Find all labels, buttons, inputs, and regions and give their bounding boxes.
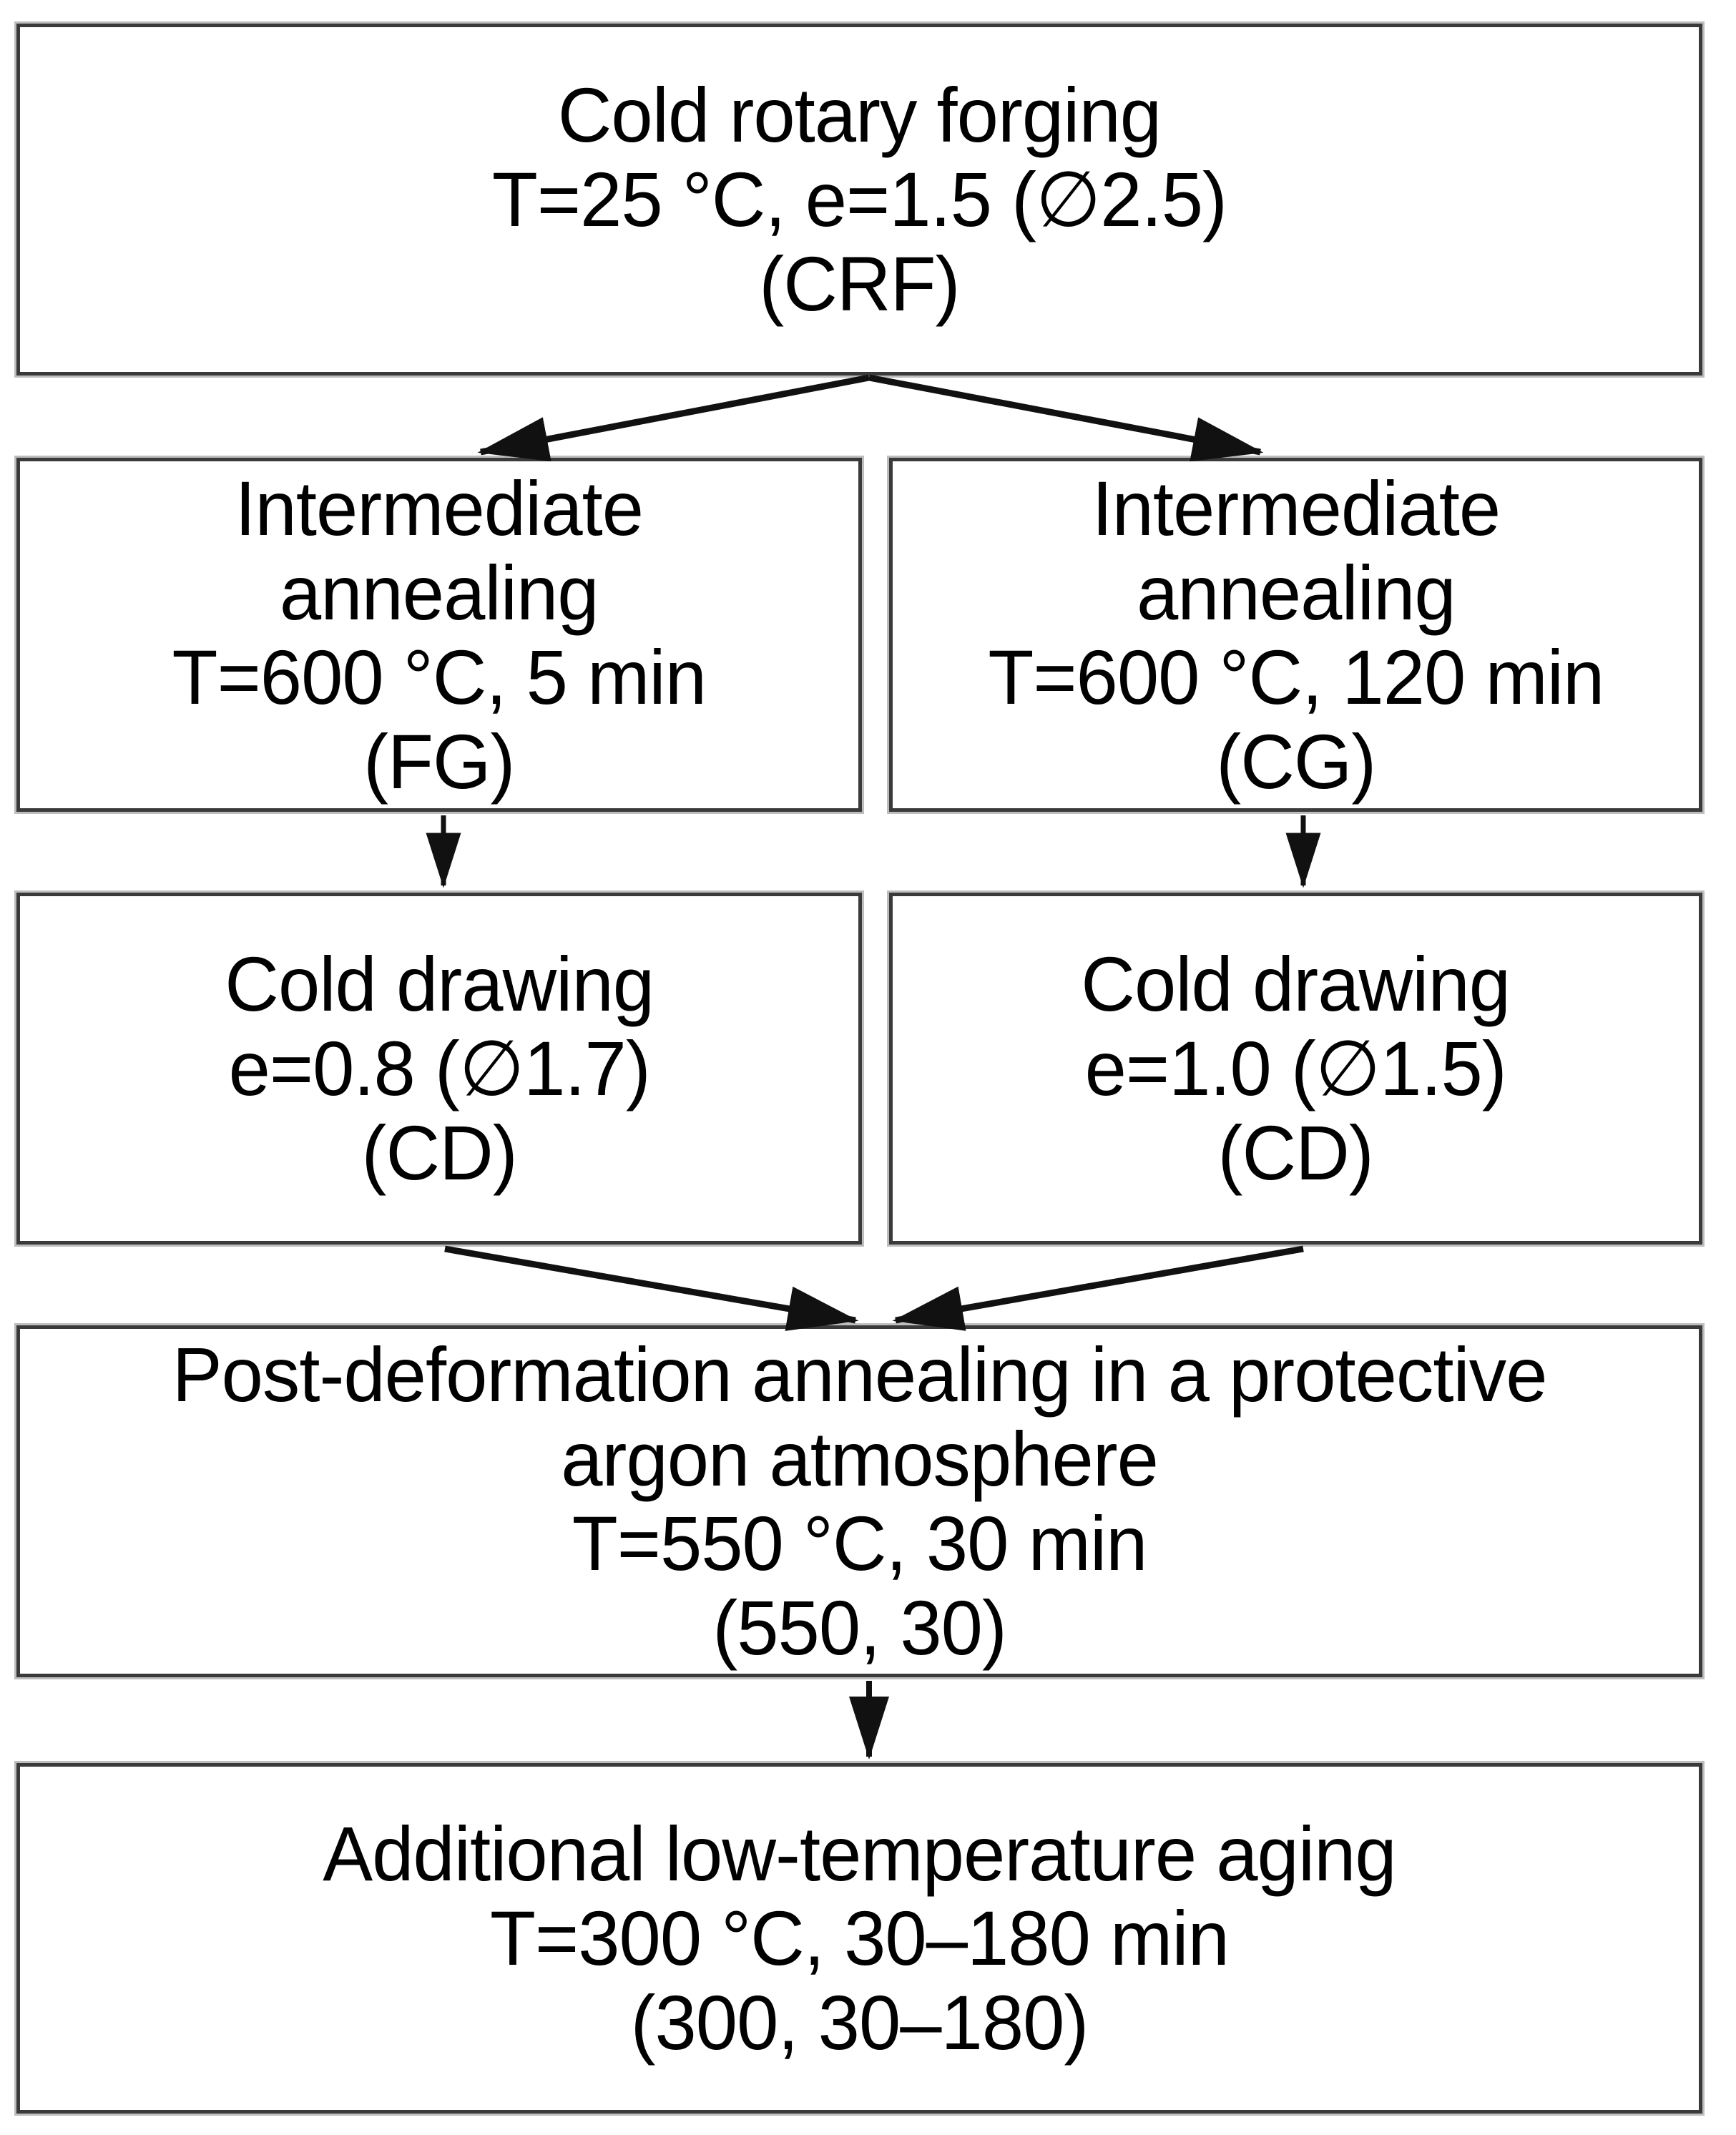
box-text-intermediate-annealing-fg: Intermediate annealing T=600 °C, 5 min (… <box>172 464 707 805</box>
box-text-post-deformation-annealing: Post-deformation annealing in a protecti… <box>172 1331 1548 1671</box>
arrow-crf-to-cg <box>868 374 1264 462</box>
box-line: (CRF) <box>759 240 960 327</box>
arrow-cd-left-to-pda <box>444 1245 859 1331</box>
box-line: T=300 °C, 30–180 min <box>490 1895 1230 1981</box>
box-line: annealing <box>280 549 599 636</box>
box-line: T=600 °C, 5 min <box>172 633 707 720</box>
box-text-cold-drawing-left: Cold drawing e=0.8 (∅1.7) (CD) <box>225 942 654 1195</box>
box-line: (CD) <box>361 1109 517 1196</box>
box-line: Additional low-temperature aging <box>323 1810 1396 1897</box>
box-line: Post-deformation annealing in a protecti… <box>172 1331 1548 1418</box>
box-line: Cold drawing <box>1081 941 1511 1027</box>
box-line: Intermediate <box>1092 464 1501 551</box>
box-line: Cold rotary forging <box>557 72 1162 158</box>
arrow-crf-to-fg <box>477 374 870 462</box>
box-text-cold-drawing-right: Cold drawing e=1.0 (∅1.5) (CD) <box>1082 942 1511 1195</box>
box-line: e=1.0 (∅1.5) <box>1084 1025 1507 1111</box>
box-line: T=25 °C, e=1.5 (∅2.5) <box>491 156 1227 242</box>
box-line: T=600 °C, 120 min <box>987 633 1604 720</box>
box-line: T=550 °C, 30 min <box>572 1500 1148 1586</box>
process-box-intermediate-annealing-fg: Intermediate annealing T=600 °C, 5 min (… <box>16 458 862 812</box>
box-line: (CG) <box>1215 717 1376 805</box>
box-text-cold-rotary-forging: Cold rotary forging T=25 °C, e=1.5 (∅2.5… <box>492 73 1227 326</box>
box-line: argon atmosphere <box>561 1415 1159 1502</box>
process-box-post-deformation-annealing: Post-deformation annealing in a protecti… <box>16 1325 1702 1677</box>
process-box-cold-rotary-forging: Cold rotary forging T=25 °C, e=1.5 (∅2.5… <box>16 24 1702 376</box>
box-text-intermediate-annealing-cg: Intermediate annealing T=600 °C, 120 min… <box>988 466 1604 804</box>
box-line: (CD) <box>1217 1109 1374 1196</box>
box-line: annealing <box>1136 549 1456 636</box>
box-line: (FG) <box>363 717 515 805</box>
box-text-additional-low-temperature-aging: Additional low-temperature aging T=300 °… <box>323 1812 1396 2065</box>
process-box-cold-drawing-left: Cold drawing e=0.8 (∅1.7) (CD) <box>16 893 862 1245</box>
box-line: Intermediate <box>235 464 644 551</box>
process-box-cold-drawing-right: Cold drawing e=1.0 (∅1.5) (CD) <box>889 893 1702 1245</box>
box-line: (550, 30) <box>712 1584 1007 1671</box>
process-box-intermediate-annealing-cg: Intermediate annealing T=600 °C, 120 min… <box>889 458 1702 812</box>
box-line: (300, 30–180) <box>630 1979 1089 2066</box>
arrow-cd-right-to-pda <box>892 1245 1304 1331</box>
box-line: e=0.8 (∅1.7) <box>228 1025 650 1111</box>
process-box-additional-low-temperature-aging: Additional low-temperature aging T=300 °… <box>16 1763 1702 2114</box>
box-line: Cold drawing <box>225 941 654 1027</box>
